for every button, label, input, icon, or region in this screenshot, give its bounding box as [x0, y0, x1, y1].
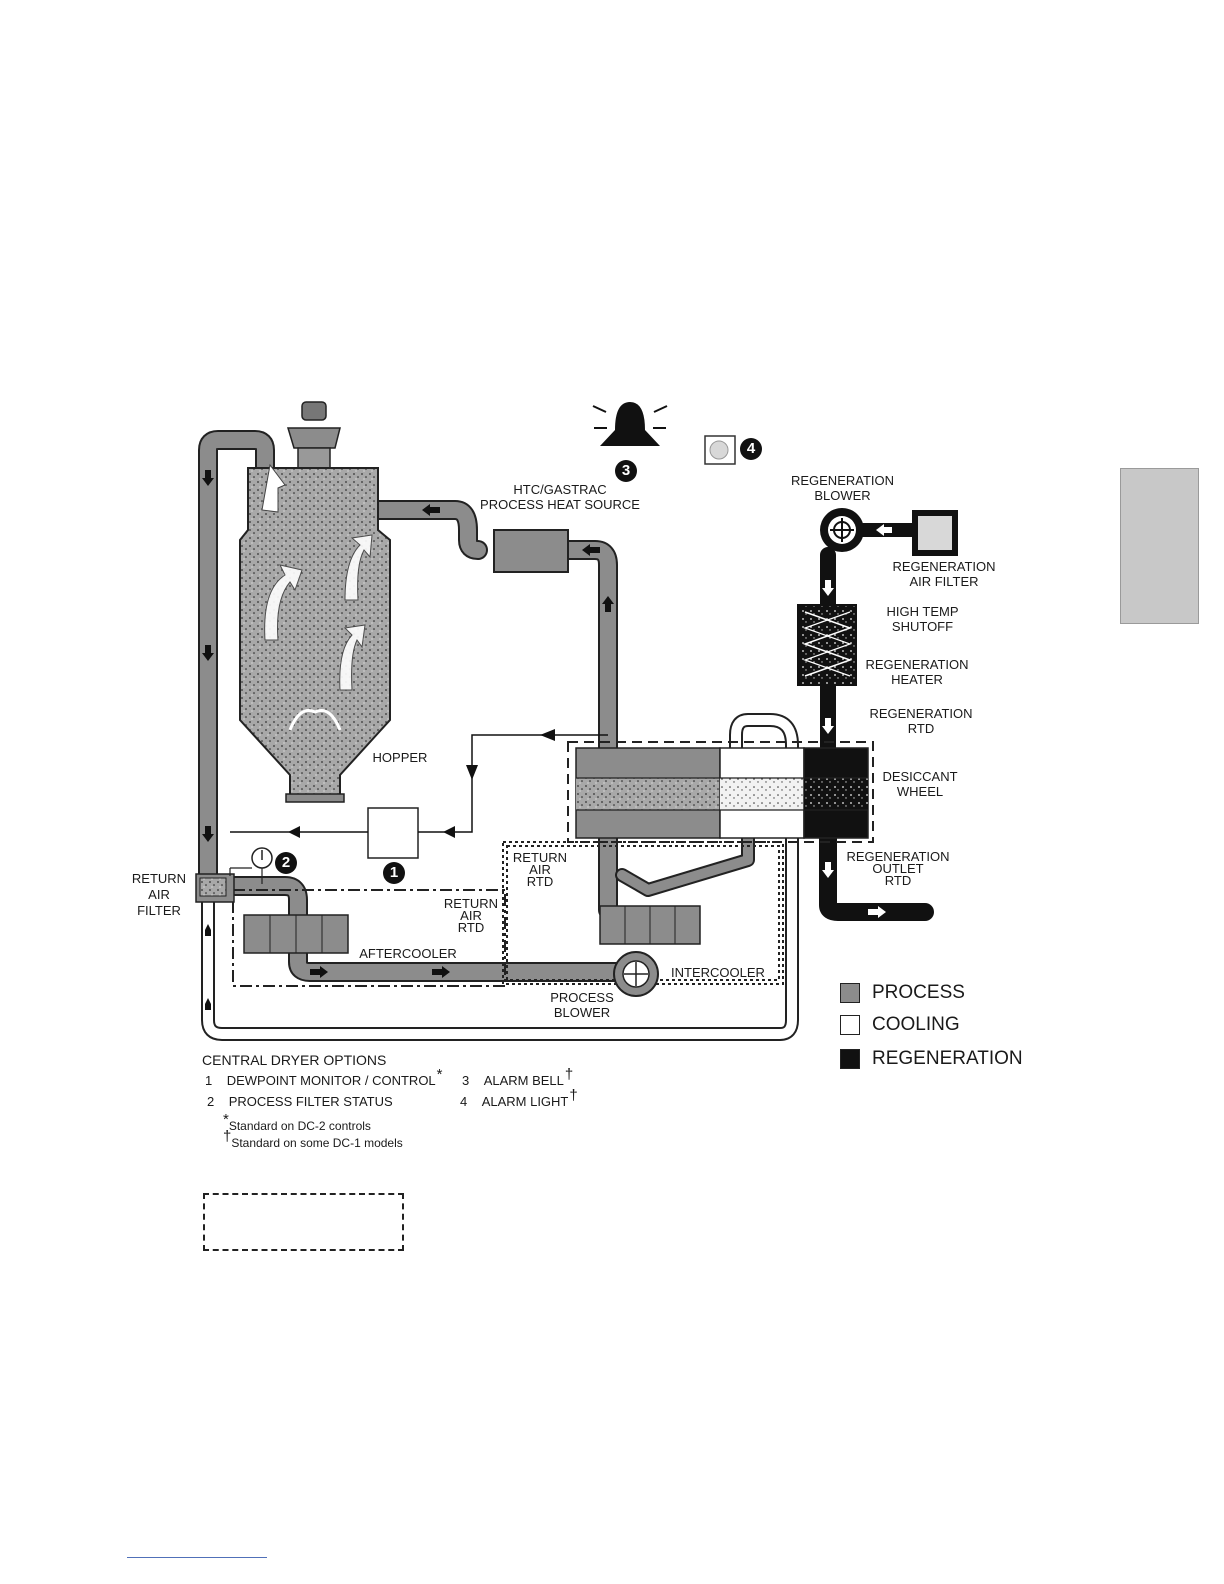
- regen-flow-arrows: [822, 524, 892, 918]
- return-air-rtd-outer-label: RETURN AIR RTD: [443, 896, 499, 935]
- option-2-text: PROCESS FILTER STATUS: [228, 1094, 393, 1109]
- option-4-num: 4: [460, 1094, 468, 1109]
- regeneration-air-filter: [912, 510, 958, 556]
- note-1: *Standard on DC-2 controls: [222, 1112, 371, 1134]
- regen-air-filter-label: REGENERATION AIR FILTER: [892, 559, 996, 589]
- option-3-mark: †: [564, 1066, 574, 1083]
- note-2: †Standard on some DC-1 models: [222, 1129, 403, 1151]
- heat-source-label: HTC/GASTRAC PROCESS HEAT SOURCE: [480, 482, 640, 512]
- option-1-num: 1: [205, 1073, 213, 1088]
- intercooler-label: INTERCOOLER: [671, 965, 765, 980]
- return-air-rtd-inner-label: RETURN AIR RTD: [512, 850, 568, 889]
- regeneration-heater: [797, 604, 857, 686]
- regen-blower-label: REGENERATION BLOWER: [790, 473, 895, 503]
- process-blower: [613, 951, 659, 997]
- option-3: 3 ALARM BELL†: [462, 1067, 573, 1088]
- process-heat-source: [493, 529, 569, 573]
- section-tab: [1120, 468, 1199, 624]
- return-air-filter: [195, 873, 235, 903]
- hopper-label: HOPPER: [372, 750, 428, 765]
- legend-label-process: PROCESS: [872, 982, 965, 1003]
- desiccant-wheel-label: DESICCANT WHEEL: [882, 769, 958, 799]
- legend-swatch-process: [840, 983, 860, 1003]
- intercooler-unit: [599, 905, 701, 945]
- option-1-mark: *: [436, 1066, 443, 1083]
- legend-boundary-sample: [203, 1193, 404, 1251]
- filter-status-gauge: [229, 847, 273, 884]
- option-1: 1 DEWPOINT MONITOR / CONTROL*: [205, 1067, 443, 1088]
- regeneration-blower: [820, 508, 864, 552]
- alarm-bell-icon: [592, 402, 668, 446]
- alarm-light-icon: [704, 435, 736, 465]
- option-2: 2 PROCESS FILTER STATUS: [207, 1094, 393, 1109]
- aftercooler-unit: [243, 914, 349, 954]
- marker-1: 1: [383, 862, 405, 884]
- return-air-filter-label: RETURN AIR FILTER: [131, 871, 187, 918]
- legend-swatch-regeneration: [840, 1049, 860, 1069]
- option-1-text: DEWPOINT MONITOR / CONTROL: [226, 1073, 436, 1088]
- high-temp-shutoff-label: HIGH TEMP SHUTOFF: [886, 604, 959, 634]
- legend-label-cooling: COOLING: [872, 1014, 960, 1035]
- regen-rtd-label: REGENERATION RTD: [869, 706, 973, 736]
- options-title: CENTRAL DRYER OPTIONS: [202, 1052, 387, 1068]
- regen-heater-label: REGENERATION HEATER: [865, 657, 969, 687]
- dewpoint-control: [230, 729, 608, 859]
- flow-arrows: [202, 470, 614, 1010]
- option-4-mark: †: [569, 1087, 578, 1104]
- footer-rule: [127, 1557, 267, 1558]
- option-4-text: ALARM LIGHT: [481, 1094, 569, 1109]
- option-4: 4 ALARM LIGHT†: [460, 1088, 578, 1109]
- option-3-text: ALARM BELL: [483, 1073, 564, 1088]
- note-2-text: Standard on some DC-1 models: [231, 1136, 403, 1150]
- hopper: [239, 401, 391, 803]
- option-3-num: 3: [462, 1073, 470, 1088]
- note-1-mark: *: [223, 1111, 229, 1128]
- note-2-mark: †: [223, 1128, 232, 1145]
- legend-swatch-cooling: [840, 1015, 860, 1035]
- option-2-num: 2: [207, 1094, 215, 1109]
- cooling-loop: [201, 713, 799, 1041]
- note-1-text: Standard on DC-2 controls: [228, 1119, 371, 1133]
- aftercooler-label: AFTERCOOLER: [359, 946, 457, 961]
- process-blower-label: PROCESS BLOWER: [550, 990, 614, 1020]
- desiccant-wheel: [567, 741, 874, 843]
- regen-outlet-rtd-label: REGENERATION OUTLET RTD: [846, 849, 950, 888]
- legend-label-regeneration: REGENERATION: [872, 1048, 1023, 1069]
- marker-4: 4: [740, 438, 762, 460]
- marker-3: 3: [615, 460, 637, 482]
- marker-2: 2: [275, 852, 297, 874]
